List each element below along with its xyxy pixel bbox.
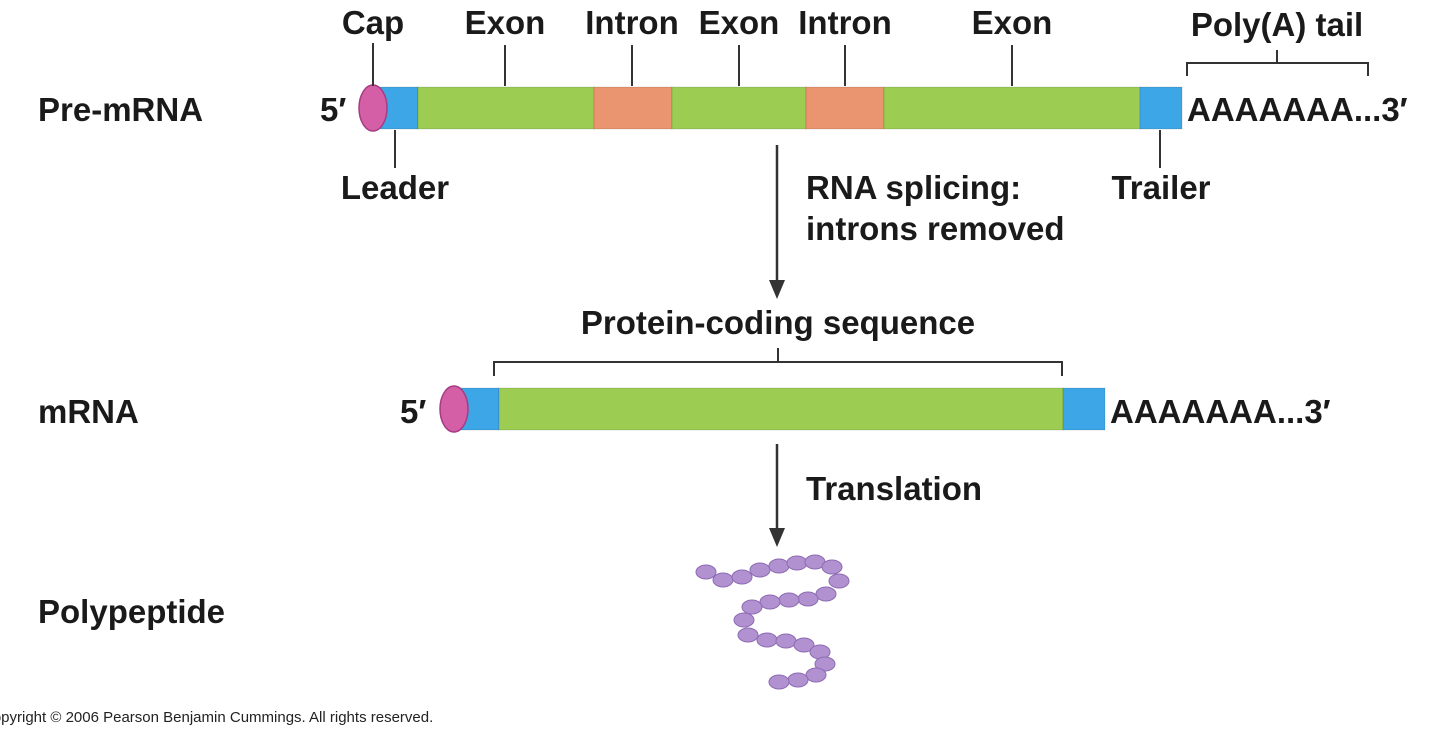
translation-arrow [769, 444, 785, 547]
amino-acid-bead [805, 667, 827, 683]
pre-mrna-poly-a-sequence: AAAAAAA...3′ [1187, 91, 1408, 128]
exon-label-1: Exon [465, 4, 546, 41]
amino-acid-bead [731, 569, 753, 585]
intron-label-2: Intron [798, 4, 891, 41]
mrna-coding-segment [498, 387, 1064, 431]
amino-acid-bead [797, 591, 819, 607]
coding-sequence-label: Protein-coding sequence [581, 304, 975, 341]
amino-acid-bead [749, 562, 771, 578]
row-label-pre-mrna: Pre-mRNA [38, 91, 203, 128]
amino-acid-bead [828, 573, 850, 589]
polypeptide-chain [695, 554, 850, 690]
mrna-cap [439, 385, 469, 433]
exon-label-3: Exon [972, 4, 1053, 41]
amino-acid-bead [786, 555, 808, 571]
exon-label-2: Exon [699, 4, 780, 41]
pre-mrna-intron-2 [805, 86, 885, 130]
pre-mrna-five-prime: 5′ [320, 91, 346, 128]
amino-acid-bead [787, 672, 809, 688]
pre-mrna-exon-2 [671, 86, 807, 130]
amino-acid-bead [814, 656, 836, 672]
row-label-mrna: mRNA [38, 393, 139, 430]
amino-acid-bead [775, 633, 797, 649]
pre-mrna-molecule [358, 84, 1183, 132]
amino-acid-bead [756, 632, 778, 648]
amino-acid-bead [695, 564, 717, 580]
pre-mrna-label-lines [372, 43, 1161, 168]
cap-label: Cap [342, 4, 404, 41]
copyright-notice: Copyright © 2006 Pearson Benjamin Cummin… [0, 709, 433, 726]
amino-acid-bead [768, 674, 790, 690]
mrna-trailer-segment [1062, 387, 1106, 431]
pre-mrna-intron-1 [593, 86, 673, 130]
mrna-poly-a-sequence: AAAAAAA...3′ [1110, 393, 1331, 430]
amino-acid-bead [815, 586, 837, 602]
mrna-molecule [439, 385, 1106, 433]
pre-mrna-exon-1 [417, 86, 595, 130]
amino-acid-bead [759, 594, 781, 610]
translation-label: Translation [806, 470, 982, 507]
intron-label-1: Intron [585, 4, 678, 41]
amino-acid-bead [712, 572, 734, 588]
row-label-polypeptide: Polypeptide [38, 593, 225, 630]
amino-acid-bead [793, 637, 815, 653]
mrna-five-prime: 5′ [400, 393, 426, 430]
pre-mrna-trailer-segment [1139, 86, 1183, 130]
pre-mrna-cap [358, 84, 388, 132]
amino-acid-bead [741, 599, 763, 615]
amino-acid-bead [733, 612, 755, 628]
poly-a-tail-bracket [1186, 50, 1369, 76]
splicing-label-line-2: introns removed [806, 210, 1065, 247]
pre-mrna-exon-3 [883, 86, 1141, 130]
splicing-arrow [769, 145, 785, 299]
trailer-label: Trailer [1111, 169, 1210, 206]
poly-a-tail-label: Poly(A) tail [1191, 6, 1363, 43]
amino-acid-bead [821, 559, 843, 575]
coding-sequence-bracket [493, 348, 1063, 376]
leader-label: Leader [341, 169, 449, 206]
amino-acid-bead [778, 592, 800, 608]
splicing-label-line-1: RNA splicing: [806, 169, 1021, 206]
amino-acid-bead [768, 558, 790, 574]
amino-acid-bead [737, 627, 759, 643]
